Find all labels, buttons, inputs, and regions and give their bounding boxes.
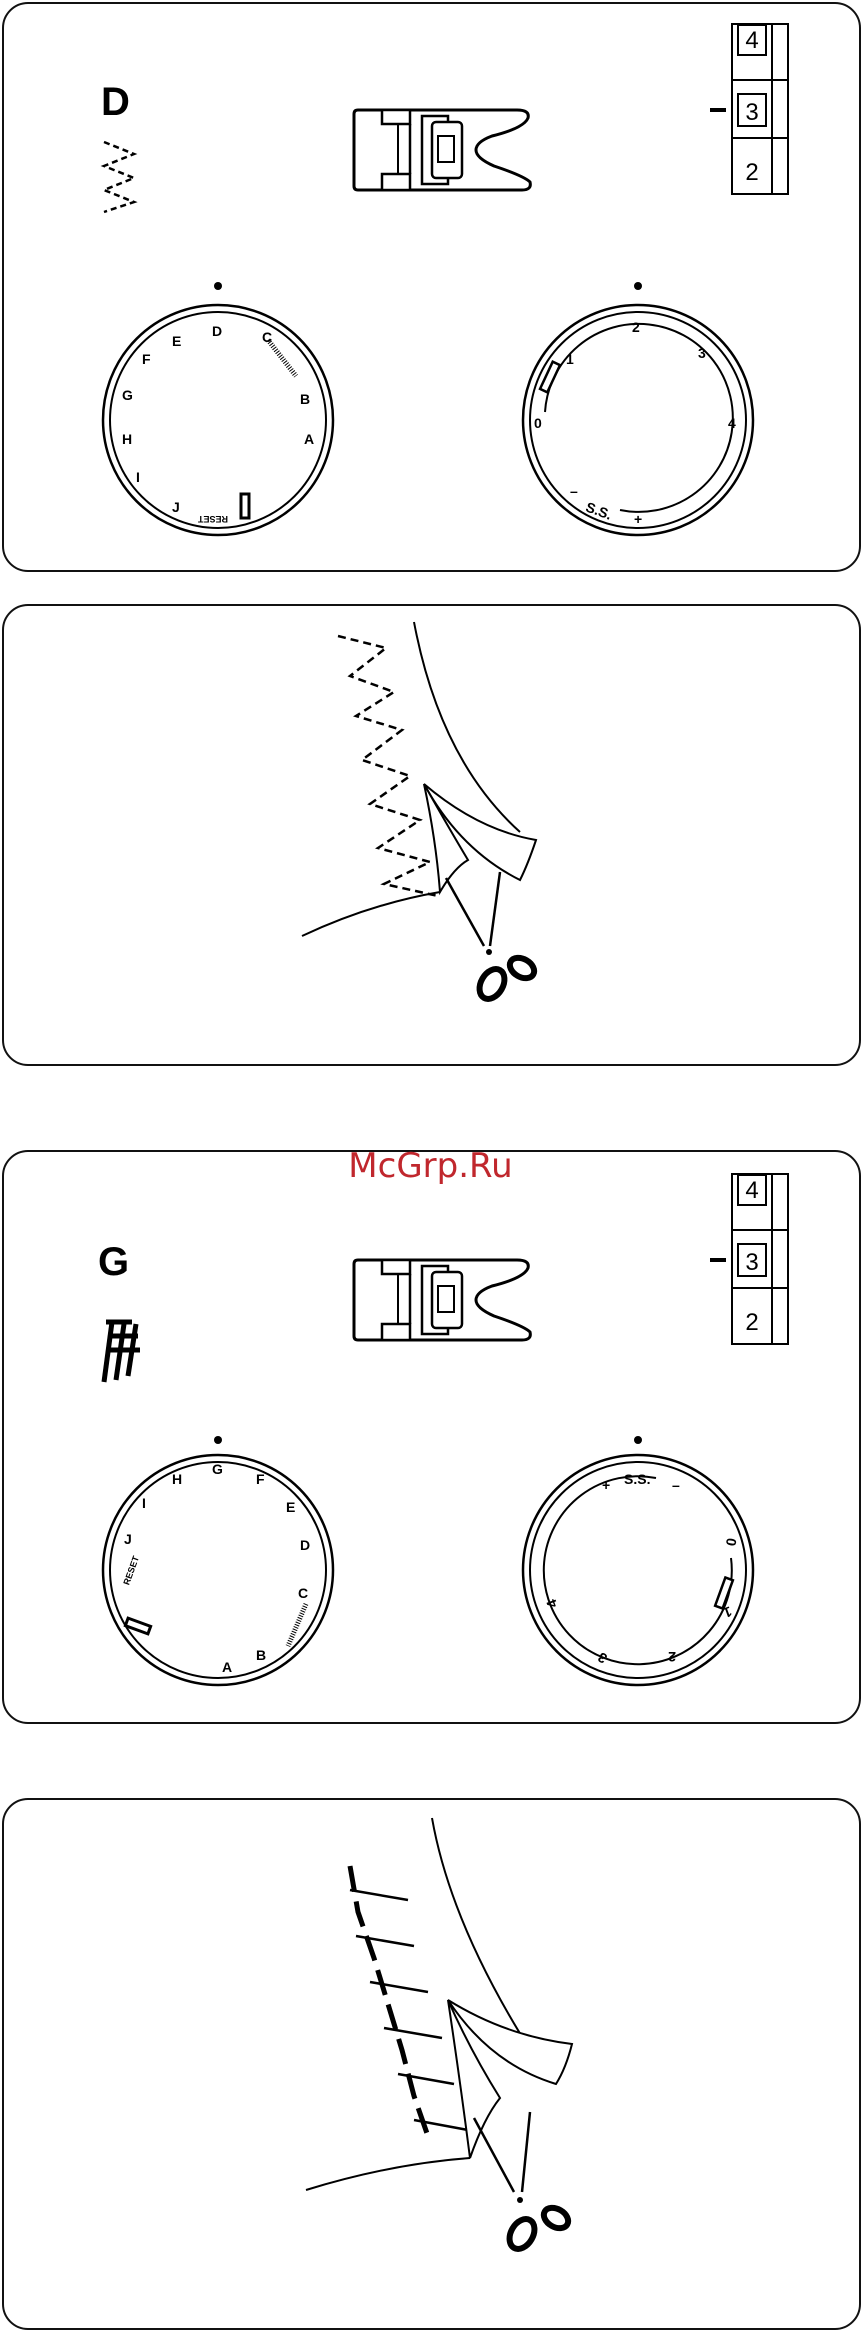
scissors-icon — [474, 2112, 572, 2253]
svg-text:F: F — [256, 1471, 265, 1487]
svg-text:D: D — [300, 1537, 310, 1553]
zigzag-trim-illustration — [302, 622, 536, 936]
presser-foot-icon — [354, 110, 530, 190]
stitch-length-gauge: 4 3 2 — [710, 24, 788, 194]
svg-text:3: 3 — [698, 345, 706, 361]
scissors-icon — [446, 872, 538, 1003]
svg-text:J: J — [124, 1531, 132, 1547]
svg-text:I: I — [142, 1495, 146, 1511]
svg-text:D: D — [212, 323, 222, 339]
svg-text:C: C — [262, 329, 272, 345]
svg-text:G: G — [122, 387, 133, 403]
svg-text:4: 4 — [728, 415, 736, 431]
gauge-value-2: 2 — [745, 159, 758, 186]
presser-foot-icon — [354, 1260, 530, 1340]
stitch-length-gauge: 4 3 2 — [710, 1174, 788, 1344]
svg-text:RESET: RESET — [197, 514, 228, 524]
pattern-dial-g: C B A D E F G H I J RESET — [103, 1436, 333, 1685]
svg-text:S.S.: S.S. — [624, 1471, 650, 1487]
svg-text:C: C — [298, 1585, 308, 1601]
svg-text:–: – — [672, 1477, 680, 1493]
zigzag-stitch-icon — [104, 142, 134, 212]
svg-text:H: H — [122, 431, 132, 447]
stitch-dial-d: 0 1 2 3 4 S.S. + – — [523, 282, 753, 535]
svg-text:E: E — [286, 1499, 295, 1515]
stitch-dial-g: 0 1 2 3 4 S.S. + – — [523, 1436, 753, 1685]
svg-text:A: A — [304, 431, 314, 447]
svg-text:0: 0 — [534, 415, 542, 431]
svg-text:2: 2 — [668, 1649, 676, 1665]
svg-text:A: A — [222, 1659, 232, 1675]
svg-text:2: 2 — [632, 319, 640, 335]
blind-hem-trim-illustration — [306, 1818, 572, 2190]
svg-text:E: E — [172, 333, 181, 349]
svg-text:+: + — [634, 511, 642, 527]
svg-text:H: H — [172, 1471, 182, 1487]
gauge-value-4: 4 — [745, 27, 758, 54]
svg-text:I: I — [136, 469, 140, 485]
svg-text:G: G — [212, 1461, 223, 1477]
gauge-value-4: 4 — [745, 1177, 758, 1204]
gauge-value-2: 2 — [745, 1309, 758, 1336]
svg-text:1: 1 — [566, 351, 574, 367]
gauge-value-3: 3 — [745, 1249, 758, 1276]
blind-hem-stitch-icon — [104, 1322, 140, 1382]
svg-text:+: + — [602, 1477, 610, 1493]
svg-text:J: J — [172, 499, 180, 515]
svg-text:F: F — [142, 351, 151, 367]
gauge-value-3: 3 — [745, 99, 758, 126]
svg-text:–: – — [570, 483, 578, 499]
pattern-dial-d: C B A D E F G H I J RESET — [103, 282, 333, 535]
svg-text:B: B — [300, 391, 310, 407]
svg-text:B: B — [256, 1647, 266, 1663]
